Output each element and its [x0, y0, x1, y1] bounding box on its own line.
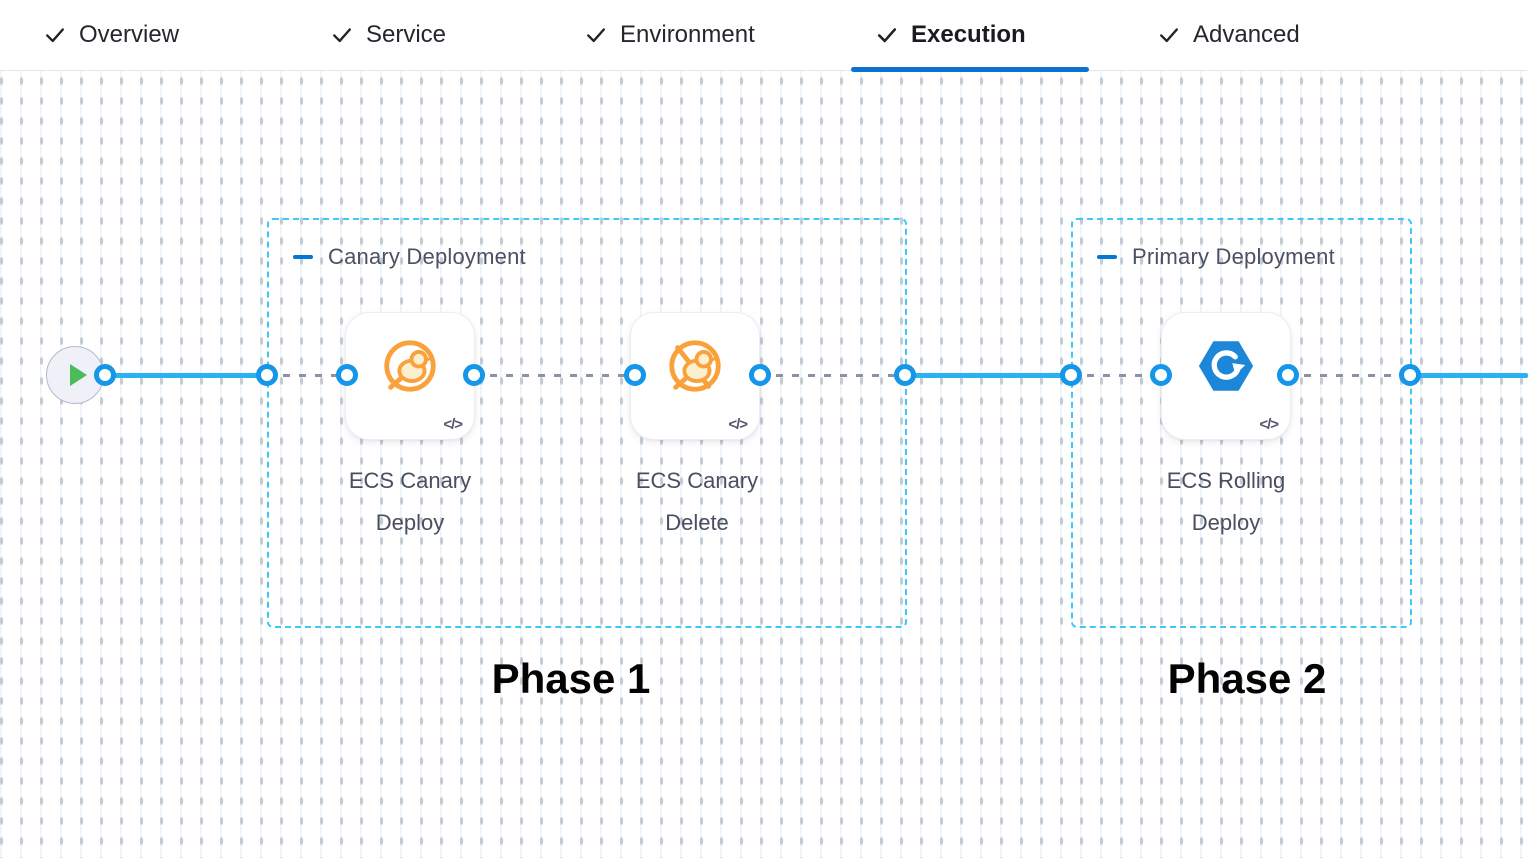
connector-line-stage2-out [1410, 373, 1528, 378]
port-group2-out[interactable] [1399, 364, 1421, 386]
tab-advanced[interactable]: Advanced [1158, 0, 1300, 70]
port-step1-in[interactable] [336, 364, 358, 386]
code-template-icon: </> [1259, 416, 1279, 433]
collapse-minus-icon[interactable] [1097, 255, 1117, 259]
dashed-connector [1288, 374, 1410, 377]
check-icon [585, 24, 607, 46]
step-name-label: ECS Canary Deploy [348, 468, 472, 535]
group-title: Primary Deployment [1132, 244, 1335, 269]
phase-1-label: Phase 1 [491, 655, 651, 702]
port-group2-in[interactable] [1060, 364, 1082, 386]
step-name-label: ECS Canary Delete [635, 468, 759, 535]
stage-group-canary-deployment[interactable]: Canary Deployment [267, 218, 907, 628]
code-template-icon: </> [728, 416, 748, 433]
port-group1-out[interactable] [894, 364, 916, 386]
phase-2-label: Phase 2 [1167, 655, 1327, 702]
tab-environment[interactable]: Environment [585, 0, 755, 70]
dashed-connector [1071, 374, 1161, 377]
dashed-connector [474, 374, 635, 377]
check-icon [876, 24, 898, 46]
port-step2-out[interactable] [749, 364, 771, 386]
port-start-out[interactable] [94, 364, 116, 386]
check-icon [1158, 24, 1180, 46]
check-icon [331, 24, 353, 46]
tab-label: Environment [620, 21, 755, 48]
step-name-label: ECS Rolling Deploy [1166, 468, 1286, 535]
check-icon [44, 24, 66, 46]
port-step2-in[interactable] [624, 364, 646, 386]
connector-line-start-to-stage1 [105, 373, 267, 378]
code-template-icon: </> [443, 416, 463, 433]
stage-group-primary-deployment[interactable]: Primary Deployment [1071, 218, 1412, 628]
play-icon [69, 364, 87, 386]
tab-label: Execution [911, 21, 1026, 48]
step-card-ecs-canary-delete[interactable]: </> [630, 312, 760, 440]
pipeline-canvas[interactable]: Canary Deployment Primary Deployment [0, 71, 1528, 858]
active-tab-indicator [851, 67, 1089, 72]
tab-bar: Overview Service Environment Execution A… [0, 0, 1528, 72]
ecs-rolling-deploy-icon [1195, 335, 1257, 402]
group-title: Canary Deployment [328, 244, 526, 269]
tab-service[interactable]: Service [331, 0, 446, 70]
port-step3-in[interactable] [1150, 364, 1172, 386]
tab-overview[interactable]: Overview [44, 0, 179, 70]
port-step1-out[interactable] [463, 364, 485, 386]
tab-label: Advanced [1193, 21, 1300, 48]
tab-label: Service [366, 21, 447, 48]
tab-label: Overview [79, 21, 180, 48]
group-header: Canary Deployment [293, 244, 526, 270]
ecs-canary-deploy-icon [379, 335, 441, 402]
dashed-connector [760, 374, 905, 377]
ecs-canary-delete-icon [664, 335, 726, 402]
port-step3-out[interactable] [1277, 364, 1299, 386]
port-group1-in[interactable] [256, 364, 278, 386]
connector-line-stage1-to-stage2 [905, 373, 1071, 378]
collapse-minus-icon[interactable] [293, 255, 313, 259]
tab-execution[interactable]: Execution [876, 0, 1026, 70]
step-card-ecs-canary-deploy[interactable]: </> [345, 312, 475, 440]
step-card-ecs-rolling-deploy[interactable]: </> [1161, 312, 1291, 440]
group-header: Primary Deployment [1097, 244, 1335, 270]
dashed-connector [267, 374, 347, 377]
